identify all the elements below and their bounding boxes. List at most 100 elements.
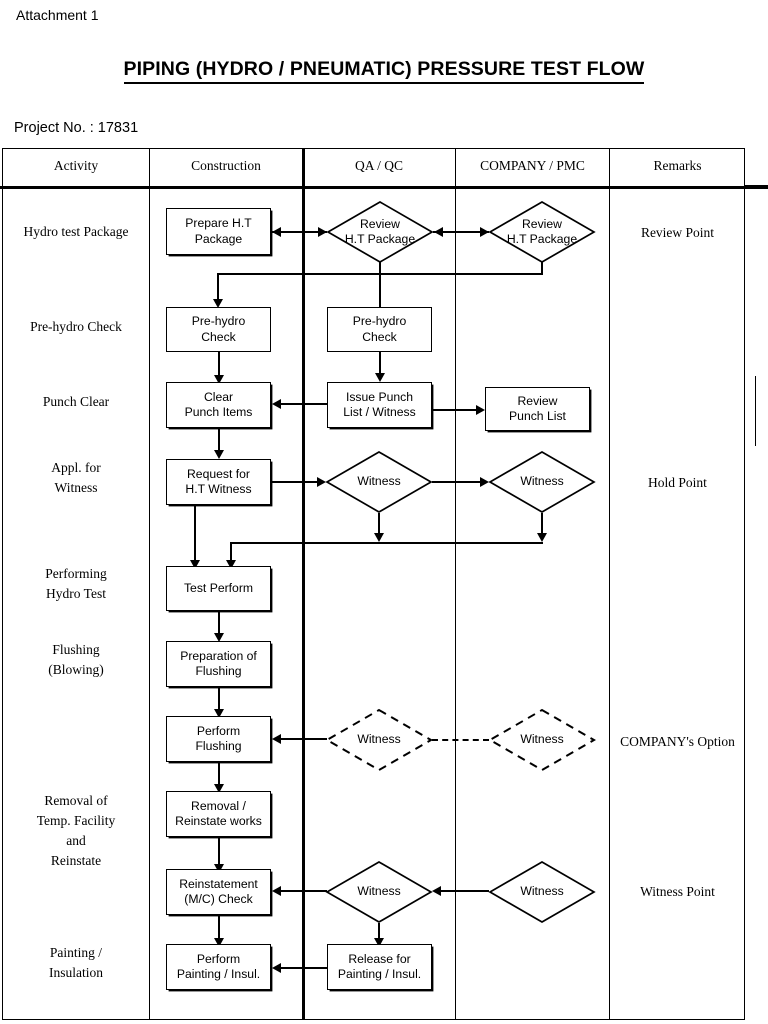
qaqc-release-for-painting-insul-line2: Painting / Insul. bbox=[337, 967, 422, 981]
arrowhead-left-qa-witness-reinstate bbox=[432, 886, 441, 896]
header-underline bbox=[0, 186, 768, 189]
project-number: Project No. : 17831 bbox=[14, 120, 139, 136]
construction-pre-hydro-check[interactable]: Pre-hydro Check bbox=[166, 307, 271, 352]
activity-label-appl-for-witness-line2: Witness bbox=[54, 480, 98, 495]
column-divider-construction bbox=[302, 148, 305, 1020]
activity-label-removal-reinstate: Removal of Temp. Facility and Reinstate bbox=[2, 791, 150, 871]
company-review-punch-list-line1: Review bbox=[517, 393, 558, 408]
construction-clear-punch-items-line1: Clear bbox=[203, 389, 234, 404]
arrowhead-down-preparation-flushing bbox=[214, 633, 224, 642]
flowchart-table-frame bbox=[2, 148, 745, 1020]
connector-clear-punch-down bbox=[218, 428, 220, 453]
company-review-punch-list[interactable]: Review Punch List bbox=[485, 387, 590, 431]
connector-company-review-to-prehydro bbox=[217, 273, 220, 301]
activity-label-appl-for-witness-line1: Appl. for bbox=[51, 460, 101, 475]
qaqc-review-ht-package[interactable]: Review H.T Package bbox=[326, 201, 434, 263]
company-review-ht-package-label: Review H.T Package bbox=[489, 201, 595, 263]
activity-label-hydro-test-package: Hydro test Package bbox=[23, 224, 129, 239]
connector-qa-witness-to-company-witness bbox=[432, 481, 483, 483]
company-review-ht-package[interactable]: Review H.T Package bbox=[488, 201, 596, 263]
connector-qa-review-to-company-review bbox=[433, 231, 489, 233]
arrowhead-left-perform-flushing bbox=[272, 734, 281, 744]
construction-perform-painting-insul-line1: Perform bbox=[196, 951, 241, 966]
arrowhead-right-qa-review bbox=[318, 227, 327, 237]
connector-request-to-qa-witness bbox=[271, 481, 321, 483]
connector-qa-review-down bbox=[379, 262, 382, 308]
activity-label-appl-for-witness: Appl. for Witness bbox=[2, 458, 150, 498]
connector-dashed-witness-flushing bbox=[432, 739, 489, 741]
company-witness-ht[interactable]: Witness bbox=[488, 451, 596, 513]
arrowhead-down-removal-reinstate bbox=[214, 784, 224, 793]
arrowhead-down-issue-punch-list bbox=[375, 373, 385, 382]
activity-label-painting-insulation-line2: Insulation bbox=[49, 965, 103, 980]
company-witness-reinstate[interactable]: Witness bbox=[488, 861, 596, 923]
qaqc-review-ht-package-label: Review H.T Package bbox=[327, 201, 433, 263]
activity-label-painting-insulation: Painting / Insulation bbox=[2, 943, 150, 983]
qaqc-witness-flushing[interactable]: Witness bbox=[324, 708, 434, 772]
company-review-punch-list-line2: Punch List bbox=[509, 409, 566, 423]
construction-preparation-of-flushing[interactable]: Preparation of Flushing bbox=[166, 641, 271, 687]
construction-perform-flushing[interactable]: Perform Flushing bbox=[166, 716, 271, 762]
qaqc-witness-reinstate-label: Witness bbox=[357, 884, 401, 899]
qaqc-pre-hydro-check[interactable]: Pre-hydro Check bbox=[327, 307, 432, 352]
construction-prepare-ht-package-line2: Package bbox=[194, 231, 243, 246]
activity-label-removal-reinstate-line2: Temp. Facility bbox=[36, 813, 116, 828]
construction-reinstatement-mc-check-line2: (M/C) Check bbox=[184, 892, 253, 906]
qaqc-witness-ht[interactable]: Witness bbox=[325, 451, 433, 513]
column-header-qaqc: QA / QC bbox=[354, 158, 403, 173]
connector-company-witness-down bbox=[541, 513, 544, 535]
construction-clear-punch-items-line2: Punch Items bbox=[184, 405, 253, 419]
qaqc-issue-punch-list-witness-line1: Issue Punch bbox=[345, 389, 414, 404]
connector-company-review-left bbox=[217, 273, 543, 276]
qaqc-issue-punch-list-witness[interactable]: Issue Punch List / Witness bbox=[327, 382, 432, 428]
connector-qa-witness-flushing-to-perform bbox=[280, 738, 327, 740]
arrowhead-right-company-witness bbox=[480, 477, 489, 487]
qaqc-witness-reinstate[interactable]: Witness bbox=[325, 861, 433, 923]
activity-label-flushing-blowing-line1: Flushing bbox=[52, 642, 100, 657]
activity-label-removal-reinstate-line4: Reinstate bbox=[50, 853, 102, 868]
connector-company-witness-to-qa-witness-reinstate bbox=[440, 890, 489, 892]
construction-clear-punch-items[interactable]: Clear Punch Items bbox=[166, 382, 271, 428]
arrowhead-down-qa-witness-bus bbox=[374, 533, 384, 542]
connector-release-to-perform-painting bbox=[280, 967, 327, 969]
column-divider-activity bbox=[149, 148, 151, 1020]
connector-issue-punch-to-clear bbox=[280, 403, 327, 405]
activity-label-performing-hydro-test-line1: Performing bbox=[45, 566, 107, 581]
company-witness-flushing[interactable]: Witness bbox=[487, 708, 597, 772]
company-review-ht-package-line2: H.T Package bbox=[506, 232, 578, 246]
arrowhead-down-release-painting bbox=[374, 938, 384, 947]
company-review-ht-package-line1: Review bbox=[522, 216, 562, 231]
activity-label-performing-hydro-test: Performing Hydro Test bbox=[2, 564, 150, 604]
connector-construction-prehydro-down bbox=[218, 352, 220, 378]
activity-label-flushing-blowing-line2: (Blowing) bbox=[48, 662, 104, 677]
construction-removal-reinstate-works[interactable]: Removal / Reinstate works bbox=[166, 791, 271, 837]
connector-reinstatement-down bbox=[218, 915, 220, 941]
scan-artifact-vertical-mark bbox=[755, 376, 757, 446]
scan-artifact-right-rule bbox=[745, 185, 768, 188]
activity-label-pre-hydro-check: Pre-hydro Check bbox=[30, 319, 122, 334]
company-witness-ht-label: Witness bbox=[520, 474, 564, 489]
construction-reinstatement-mc-check[interactable]: Reinstatement (M/C) Check bbox=[166, 869, 271, 915]
activity-label-removal-reinstate-line3: and bbox=[66, 833, 86, 848]
column-header-remarks: Remarks bbox=[653, 158, 702, 173]
construction-preparation-of-flushing-line2: Flushing bbox=[195, 664, 242, 678]
connector-preparation-flushing-down bbox=[218, 687, 220, 712]
activity-label-punch-clear: Punch Clear bbox=[42, 394, 110, 409]
page-title-text: PIPING (HYDRO / PNEUMATIC) PRESSURE TEST… bbox=[123, 58, 645, 84]
construction-prepare-ht-package[interactable]: Prepare H.T Package bbox=[166, 208, 271, 255]
construction-perform-painting-insul[interactable]: Perform Painting / Insul. bbox=[166, 944, 271, 990]
qaqc-release-for-painting-insul[interactable]: Release for Painting / Insul. bbox=[327, 944, 432, 990]
construction-perform-flushing-line1: Perform bbox=[196, 723, 241, 738]
construction-removal-reinstate-works-line1: Removal / bbox=[191, 798, 246, 813]
construction-preparation-of-flushing-line1: Preparation of bbox=[180, 648, 257, 663]
connector-company-review-down bbox=[541, 262, 544, 275]
arrowhead-left-prepare bbox=[272, 227, 281, 237]
arrowhead-down-request-ht-witness bbox=[214, 450, 224, 459]
connector-qa-witness-to-reinstatement bbox=[280, 890, 327, 892]
qaqc-review-ht-package-line1: Review bbox=[360, 216, 400, 231]
construction-test-perform-line1: Test Perform bbox=[183, 580, 254, 595]
construction-request-ht-witness-line1: Request for bbox=[186, 466, 250, 481]
construction-test-perform[interactable]: Test Perform bbox=[166, 566, 271, 611]
construction-removal-reinstate-works-line2: Reinstate works bbox=[175, 814, 262, 828]
construction-request-ht-witness[interactable]: Request for H.T Witness bbox=[166, 459, 271, 505]
